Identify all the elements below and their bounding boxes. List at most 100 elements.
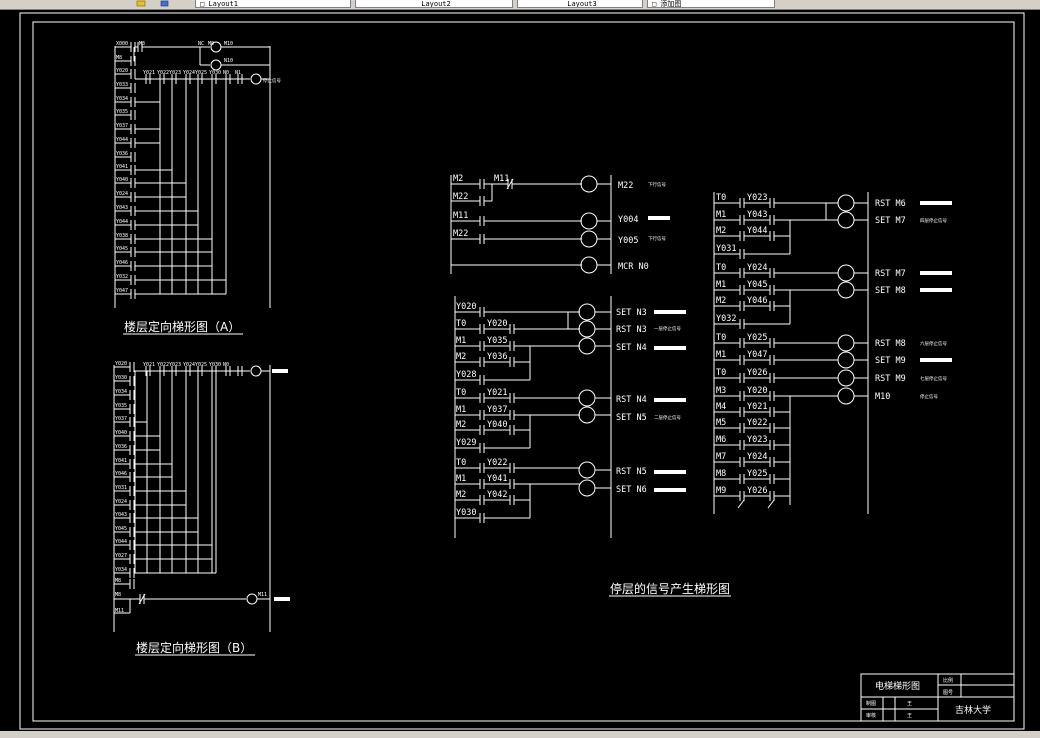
ladder-label: Y036 bbox=[487, 352, 507, 362]
ladder-label: Y043 bbox=[747, 210, 767, 220]
ladder-label: Y037 bbox=[487, 405, 507, 415]
ladder-label: Y041 bbox=[487, 474, 507, 484]
coil bbox=[246, 593, 258, 605]
ladder-label: Y021 bbox=[143, 70, 155, 76]
ladder-label: Y022 bbox=[487, 458, 507, 468]
ladder-label: RST N4 bbox=[616, 395, 647, 405]
caption-diagram-b: 楼层定向梯形图（B） bbox=[136, 640, 252, 655]
comment-bar bbox=[920, 288, 952, 292]
ladder-label: M10 bbox=[224, 41, 233, 47]
tab-layout1[interactable]: □ Layout1 bbox=[195, 0, 351, 8]
ladder-label: Y029 bbox=[456, 438, 476, 448]
coil bbox=[578, 389, 596, 407]
tab-layout3[interactable]: Layout3 bbox=[517, 0, 643, 8]
ladder-label: Y025 bbox=[747, 333, 767, 343]
coil bbox=[580, 230, 598, 248]
ladder-label: M22 bbox=[453, 192, 468, 202]
ladder-label: M11 bbox=[494, 174, 509, 184]
coil bbox=[837, 387, 855, 405]
ladder-label: Y023 bbox=[747, 435, 767, 445]
ladder-label: M11 bbox=[453, 211, 468, 221]
ladder-label: M4 bbox=[716, 402, 726, 412]
ladder-label: Y035 bbox=[116, 109, 128, 115]
ladder-label: M8 bbox=[115, 592, 121, 598]
ladder-label: Y030 bbox=[209, 70, 221, 76]
ladder-label: M10 bbox=[875, 392, 890, 402]
ladder-label: Y024 bbox=[183, 362, 195, 368]
ladder-label: M6 bbox=[716, 435, 726, 445]
ladder-label: T0 bbox=[456, 319, 466, 329]
ladder-label: Y045 bbox=[115, 526, 127, 532]
tab-layout2[interactable]: Layout2 bbox=[355, 0, 513, 8]
comment-bar bbox=[654, 470, 686, 474]
ladder-label: Y034 bbox=[115, 567, 127, 573]
ladder-label: M2 bbox=[453, 174, 463, 184]
ladder-label: RST N5 bbox=[616, 467, 647, 477]
coil bbox=[578, 320, 596, 338]
ladder-label: Y024 bbox=[747, 452, 767, 462]
tab-add-layout[interactable]: □ 添加图 bbox=[647, 0, 775, 8]
ladder-label: M11 bbox=[258, 592, 267, 598]
ladder-label: Y024 bbox=[183, 70, 195, 76]
ladder-diagram-a: X000M8Y020Y033Y034Y035Y037Y044Y036Y041Y0… bbox=[114, 41, 281, 308]
title-block-scale-label: 比例 bbox=[943, 677, 953, 684]
ladder-label: Y022 bbox=[747, 418, 767, 428]
coil bbox=[837, 194, 855, 212]
ladder-label: M2 bbox=[716, 296, 726, 306]
ladder-label: RST M8 bbox=[875, 339, 906, 349]
caption-diagram-a: 楼层定向梯形图（A） bbox=[124, 319, 240, 334]
coil bbox=[580, 175, 598, 193]
ladder-label: Y041 bbox=[115, 458, 127, 464]
outer-frame bbox=[19, 12, 1025, 730]
caption-diagram-c: 停层的信号产生梯形图 bbox=[610, 581, 730, 596]
ladder-label: M0 bbox=[208, 41, 214, 47]
ladder-label: Y046 bbox=[116, 260, 128, 266]
ladder-label: M3 bbox=[139, 41, 145, 47]
comment-bar bbox=[920, 358, 952, 362]
comment-bar bbox=[274, 597, 290, 601]
inner-frame bbox=[32, 21, 1015, 722]
ladder-label: Y021 bbox=[143, 362, 155, 368]
ladder-label: 四层停止信号 bbox=[920, 217, 947, 224]
ladder-label: T0 bbox=[716, 333, 726, 343]
ladder-label: M1 bbox=[456, 336, 466, 346]
ladder-label: T0 bbox=[716, 368, 726, 378]
coil bbox=[837, 211, 855, 229]
ladder-label: M22 bbox=[618, 181, 633, 191]
ladder-label: 停止信号 bbox=[920, 393, 938, 400]
ladder-label: M2 bbox=[456, 420, 466, 430]
ladder-label: N0 bbox=[223, 70, 229, 76]
toolbar-cube-icon[interactable] bbox=[160, 0, 170, 7]
ladder-label: Y044 bbox=[116, 137, 128, 143]
ladder-label: T0 bbox=[716, 263, 726, 273]
ladder-label: SET M7 bbox=[875, 216, 906, 226]
nc-slash bbox=[767, 499, 775, 509]
ladder-label: Y030 bbox=[115, 375, 127, 381]
ladder-label: 二层停止信号 bbox=[654, 414, 681, 421]
ladder-label: Y035 bbox=[115, 403, 127, 409]
ladder-label: SET N3 bbox=[616, 308, 647, 318]
ladder-label: Y025 bbox=[195, 362, 207, 368]
ladder-label: Y028 bbox=[456, 370, 476, 380]
ladder-label: M8 bbox=[716, 469, 726, 479]
coil bbox=[837, 281, 855, 299]
nc-slash bbox=[737, 499, 745, 509]
comment-bar bbox=[654, 398, 686, 402]
ladder-label: M1 bbox=[456, 405, 466, 415]
ladder-label: Y004 bbox=[618, 215, 638, 225]
ladder-label: Y047 bbox=[116, 288, 128, 294]
ladder-label: Y024 bbox=[115, 499, 127, 505]
ladder-label: M1 bbox=[716, 210, 726, 220]
ladder-label: Y021 bbox=[487, 388, 507, 398]
ladder-label: 六层停止信号 bbox=[920, 340, 947, 347]
ladder-label: Y040 bbox=[115, 430, 127, 436]
ladder-label: Y030 bbox=[456, 508, 476, 518]
ladder-label: M7 bbox=[716, 452, 726, 462]
toolbar-pan-icon[interactable] bbox=[136, 0, 146, 7]
comment-bar bbox=[654, 310, 686, 314]
coil bbox=[837, 351, 855, 369]
ladder-label: SET M8 bbox=[875, 286, 906, 296]
ladder-label: RST M9 bbox=[875, 374, 906, 384]
ladder-label: MCR N0 bbox=[618, 262, 649, 272]
